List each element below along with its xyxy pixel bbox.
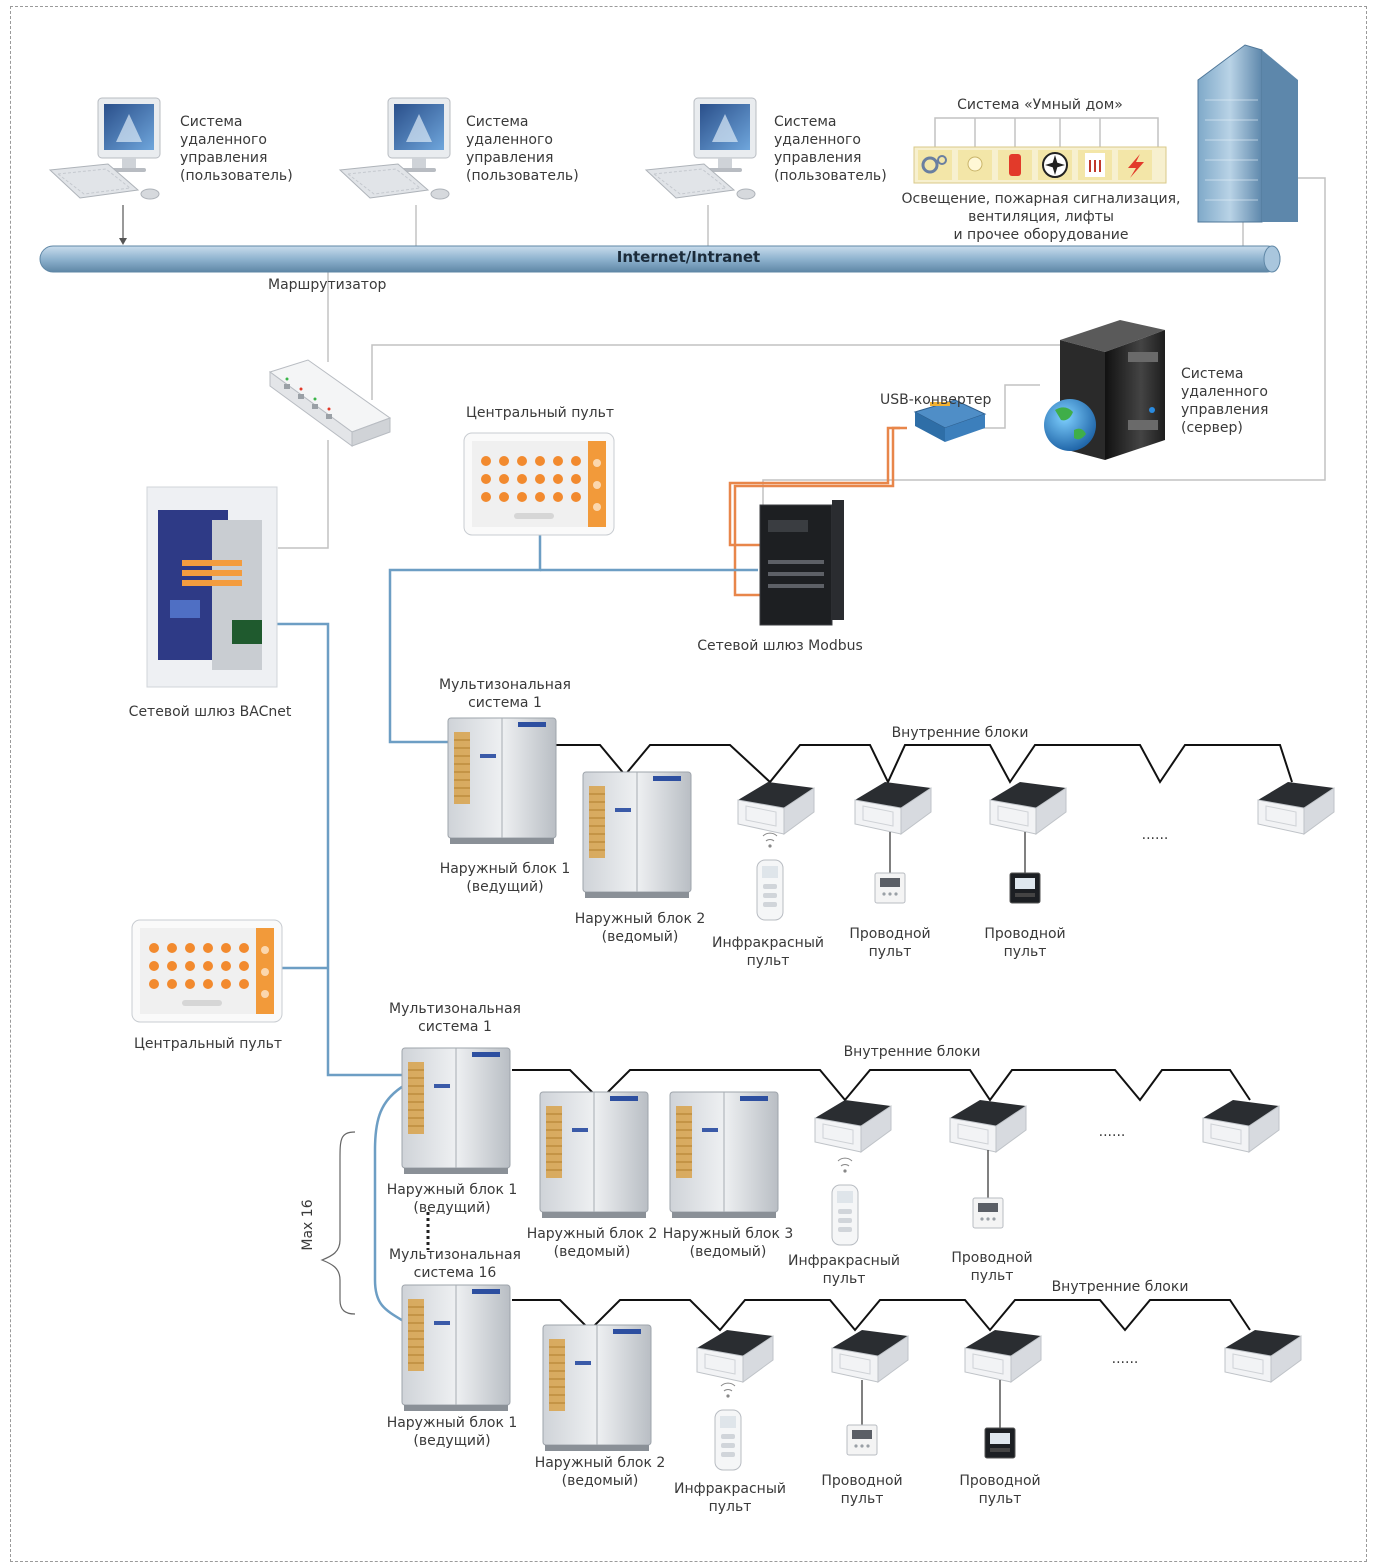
- fan-icon: [1038, 150, 1072, 180]
- central-panel-left-icon: [131, 919, 283, 1023]
- indoor-unit-1-3: [989, 781, 1067, 835]
- lightning-icon: [1118, 150, 1152, 180]
- server-label: Система удаленного управления (сервер): [1181, 366, 1269, 436]
- max-brace: [320, 1131, 356, 1315]
- system1-outdoor-1-label: Наружный блок 1 (ведущий): [439, 861, 571, 895]
- client-3-label: Система удаленного управления (пользоват…: [774, 114, 887, 184]
- system16-wired-remote-1-label: Проводной пульт: [821, 1473, 903, 1507]
- system2-ellipsis: ......: [1098, 1124, 1126, 1140]
- indoor-unit-1-1: [737, 781, 815, 835]
- system16-ir-remote-label: Инфракрасный пульт: [674, 1481, 786, 1515]
- central-panel-top-label: Центральный пульт: [465, 405, 614, 421]
- outdoor-unit-2-2: [539, 1091, 649, 1219]
- indoor-unit-1-2: [854, 781, 932, 835]
- usb-converter-label: USB-конвертер: [880, 392, 992, 408]
- system16-outdoor-2-label: Наружный блок 2 (ведомый): [534, 1455, 666, 1489]
- bacnet-gateway-label: Сетевой шлюз BACnet: [128, 704, 292, 720]
- globe-icon: [1044, 399, 1096, 451]
- system16-ellipsis: ......: [1111, 1351, 1139, 1367]
- arrow-head: [119, 238, 127, 245]
- system1-title: Мультизональная система 1: [439, 677, 571, 711]
- system16-pipe: [512, 1299, 1251, 1332]
- wired-remote-1-2-icon: [1009, 872, 1041, 904]
- system16-title: Мультизональная система 16: [389, 1247, 521, 1281]
- system2-ir-remote-label: Инфракрасный пульт: [788, 1253, 900, 1287]
- system2-pipe: [512, 1069, 1251, 1102]
- central-panel-left-label: Центральный пульт: [133, 1036, 282, 1052]
- system1-ir-remote-label: Инфракрасный пульт: [712, 935, 824, 969]
- outdoor-unit-2-3: [669, 1091, 779, 1219]
- client-2-label: Система удаленного управления (пользоват…: [466, 114, 579, 184]
- system1-wired-remote-2-label: Проводной пульт: [984, 926, 1066, 960]
- system2-wired-remote-label: Проводной пульт: [951, 1250, 1033, 1284]
- elevator-icon: [1078, 150, 1112, 180]
- indoor-unit-16-4: [1224, 1329, 1302, 1383]
- fire-extinguisher-icon: [998, 150, 1032, 180]
- client-1-label: Система удаленного управления (пользоват…: [180, 114, 293, 184]
- system1-ellipsis: ......: [1141, 827, 1169, 843]
- outdoor-unit-1-2: [582, 771, 692, 899]
- internet-bus-label: Internet/Intranet: [616, 248, 761, 266]
- ir-remote-2-icon: [831, 1157, 859, 1246]
- system16-remote-links: [861, 1380, 1001, 1428]
- system1-remote-links: [889, 832, 1026, 873]
- modbus-gateway-label: Сетевой шлюз Modbus: [697, 638, 863, 654]
- lighting-gear-icon: [918, 150, 952, 180]
- indoor-unit-16-1: [696, 1329, 774, 1383]
- client-pc-3-icon: [645, 97, 757, 200]
- internet-bus: [39, 245, 1281, 273]
- router-icon: [268, 359, 392, 447]
- diagram-frame: [10, 6, 1367, 1562]
- lamp-icon: [958, 150, 992, 180]
- modbus-gateway-icon: [759, 500, 844, 626]
- usb-links: [728, 426, 907, 597]
- indoor-unit-2-3: [1202, 1099, 1280, 1153]
- system16-outdoor-1-label: Наружный блок 1 (ведущий): [386, 1415, 518, 1449]
- indoor-unit-16-3: [964, 1329, 1042, 1383]
- bacnet-gateway-icon: [146, 486, 278, 688]
- system2-outdoor-2-label: Наружный блок 2 (ведомый): [526, 1226, 658, 1260]
- wired-remote-2-1-icon: [972, 1197, 1004, 1229]
- system2-title: Мультизональная система 1: [389, 1001, 521, 1035]
- router-label: Маршрутизатор: [268, 277, 387, 293]
- ir-remote-1-icon: [756, 832, 784, 921]
- system1-indoor-title: Внутренние блоки: [891, 725, 1029, 741]
- outdoor-unit-16-2: [542, 1324, 652, 1452]
- ir-remote-16-icon: [714, 1382, 742, 1471]
- max-16-label: Max 16: [300, 1199, 316, 1251]
- system1-wired-remote-1-label: Проводной пульт: [849, 926, 931, 960]
- smart-home-caption: Освещение, пожарная сигнализация, вентил…: [901, 191, 1181, 243]
- system2-outdoor-3-label: Наружный блок 3 (ведомый): [662, 1226, 794, 1260]
- system1-pipe: [555, 744, 1293, 785]
- client-pc-1-icon: [49, 97, 161, 200]
- indoor-unit-1-4: [1257, 781, 1335, 835]
- outdoor-unit-2-1: [401, 1047, 511, 1175]
- indoor-unit-2-1: [814, 1099, 892, 1153]
- outdoor-unit-1-1: [447, 717, 557, 845]
- office-tower-icon: [1197, 44, 1298, 223]
- client-pc-2-icon: [339, 97, 451, 200]
- smart-home-title: Система «Умный дом»: [957, 97, 1123, 113]
- smart-home-icons: [913, 146, 1167, 184]
- indoor-unit-2-2: [949, 1099, 1027, 1153]
- system1-outdoor-2-label: Наружный блок 2 (ведомый): [574, 911, 706, 945]
- wired-remote-16-2-icon: [984, 1427, 1016, 1459]
- central-panel-top-icon: [463, 432, 615, 536]
- usb-converter-icon: [913, 399, 987, 442]
- outdoor-unit-16-1: [401, 1284, 511, 1412]
- wired-remote-1-1-icon: [874, 872, 906, 904]
- system16-wired-remote-2-label: Проводной пульт: [959, 1473, 1041, 1507]
- system2-indoor-title: Внутренние блоки: [843, 1044, 981, 1060]
- wired-remote-16-1-icon: [846, 1424, 878, 1456]
- system16-indoor-title: Внутренние блоки: [1051, 1279, 1189, 1295]
- indoor-unit-16-2: [831, 1329, 909, 1383]
- control-links: [264, 510, 758, 1324]
- system2-outdoor-1-label: Наружный блок 1 (ведущий): [386, 1182, 518, 1216]
- server-icon: [1044, 320, 1165, 460]
